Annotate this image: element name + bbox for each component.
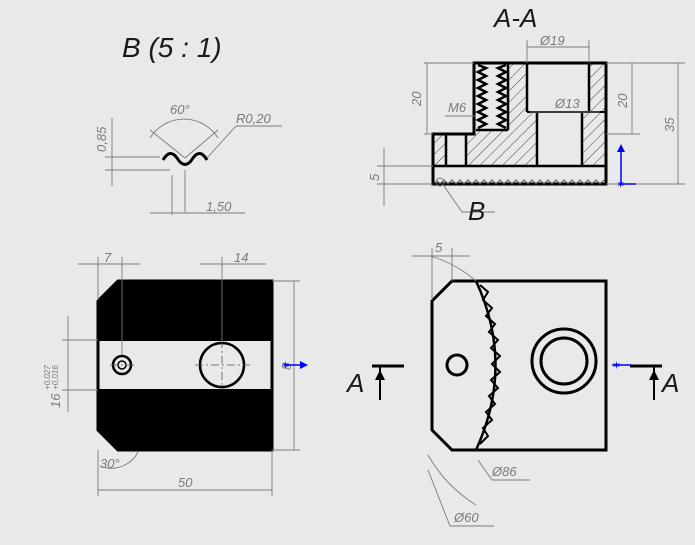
front-14-label: 14 bbox=[234, 250, 248, 265]
side-outline bbox=[430, 279, 608, 452]
front-16-label: 16 bbox=[48, 393, 63, 408]
side-bore-inner bbox=[539, 336, 589, 386]
detail-leader bbox=[443, 185, 463, 213]
detail-radius-label: R0,20 bbox=[236, 111, 271, 126]
section-dia-inner-label: Ø13 bbox=[554, 96, 580, 111]
front-upper-band bbox=[98, 281, 272, 340]
section-right-20-label: 20 bbox=[615, 93, 630, 109]
front-30-label: 30° bbox=[100, 456, 120, 471]
side-small-hole bbox=[445, 353, 469, 377]
origin-star-icon: ✶ bbox=[281, 360, 290, 372]
side-5-label: 5 bbox=[435, 240, 443, 255]
detail-title: B (5 : 1) bbox=[122, 32, 222, 63]
ext-line bbox=[184, 129, 219, 159]
origin-star-icon: ✶ bbox=[616, 179, 625, 191]
axis-arrow-icon bbox=[617, 144, 625, 152]
section-base-5-label: 5 bbox=[367, 173, 382, 181]
detail-label: B bbox=[468, 196, 485, 226]
side-knurl-teeth bbox=[479, 284, 502, 445]
bore-void bbox=[527, 63, 589, 112]
section-arrow-left-head bbox=[375, 370, 385, 380]
leader-line bbox=[206, 125, 237, 159]
front-50-label: 50 bbox=[178, 475, 193, 490]
detail-angle-label: 60° bbox=[170, 102, 190, 117]
detail-marker-circle bbox=[435, 177, 445, 187]
side-dia-86-label: Ø86 bbox=[491, 464, 517, 479]
bore-void bbox=[537, 112, 582, 166]
front-view: 7 14 50 16 +0,027 +0,016 30° 8 ✶ bbox=[43, 250, 308, 496]
origin-star-icon: ✶ bbox=[612, 360, 621, 372]
section-left-20-label: 20 bbox=[409, 91, 424, 107]
section-arrow-right-label: A bbox=[660, 368, 679, 398]
front-lower-band bbox=[98, 390, 272, 450]
thread-profile bbox=[161, 152, 209, 166]
side-view: 5 Ø86 Ø60 A A ✶ bbox=[345, 240, 679, 527]
front-8-label: 8 bbox=[279, 362, 294, 370]
side-dia-60-label: Ø60 bbox=[453, 510, 479, 525]
section-title: A-A bbox=[492, 3, 537, 33]
slot-void bbox=[446, 134, 466, 166]
front-tol-minus-label: +0,016 bbox=[51, 365, 60, 390]
leader-line bbox=[427, 469, 451, 527]
chamfer-arc bbox=[99, 451, 139, 469]
section-view-a-a: A-A B Ø19 Ø13 bbox=[367, 3, 685, 226]
section-total-35-label: 35 bbox=[662, 117, 677, 132]
thread-teeth bbox=[475, 63, 490, 130]
construction-arc bbox=[427, 454, 477, 506]
knurl-edge bbox=[435, 179, 605, 185]
leader-line bbox=[477, 459, 493, 481]
section-dia-top-label: Ø19 bbox=[539, 33, 565, 48]
detail-pitch-label: 1,50 bbox=[206, 199, 232, 214]
section-thread-label: M6 bbox=[448, 100, 467, 115]
axis-arrow-icon bbox=[300, 361, 308, 369]
detail-view-b: B (5 : 1) 60° R0,20 0,85 1,50 bbox=[94, 32, 282, 215]
front-7-label: 7 bbox=[104, 250, 112, 265]
front-tol-plus-label: +0,027 bbox=[43, 365, 52, 390]
section-arrow-right-head bbox=[649, 370, 659, 380]
construction-arc bbox=[429, 255, 477, 282]
side-bore-outer bbox=[530, 327, 598, 395]
thread-teeth bbox=[494, 63, 509, 130]
angle-arc bbox=[149, 118, 219, 139]
section-arrow-left-label: A bbox=[345, 368, 364, 398]
ext-line bbox=[149, 129, 186, 159]
detail-height-label: 0,85 bbox=[94, 126, 109, 152]
